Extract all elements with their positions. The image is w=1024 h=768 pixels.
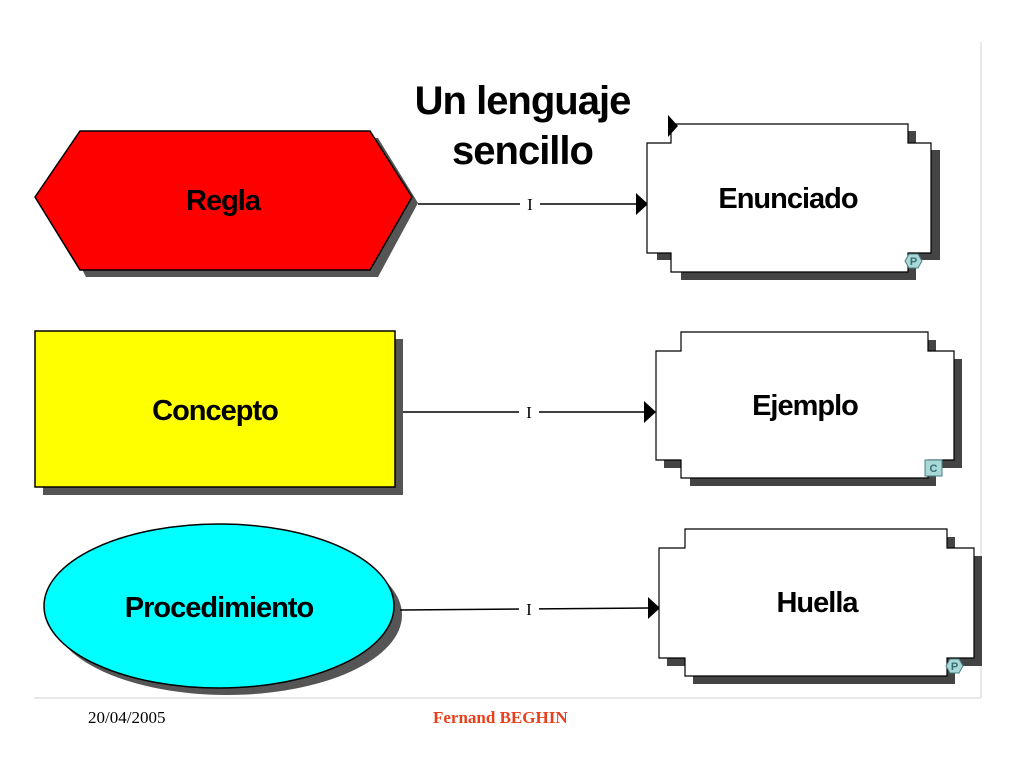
ejemplo-badge-text: C [930, 463, 938, 475]
ejemplo-label: Ejemplo [752, 390, 858, 422]
badge-p-icon [945, 658, 964, 674]
ejemplo-node[interactable] [655, 331, 955, 479]
huella-badge-text: P [951, 661, 958, 673]
regla-node[interactable] [34, 130, 413, 271]
footer-date: 20/04/2005 [88, 708, 166, 727]
badge-c-icon [924, 459, 943, 477]
enunciado-node[interactable] [646, 123, 932, 273]
huella-label: Huella [776, 587, 859, 619]
link-label-2: I [526, 403, 532, 422]
concepto-node[interactable] [34, 330, 396, 488]
title-line-1: Un lenguaje [414, 79, 632, 123]
enunciado-badge[interactable]: P [904, 253, 923, 269]
arrowhead-3[interactable] [648, 597, 660, 619]
link-label-bg-1 [520, 194, 540, 214]
arrowhead-2[interactable] [644, 401, 656, 423]
arrowhead-1[interactable] [636, 193, 648, 215]
concepto-label: Concepto [152, 395, 278, 427]
link-label-3: I [526, 600, 532, 619]
footer-author: Fernand BEGHIN [433, 708, 568, 727]
ejemplo-badge[interactable]: C [924, 459, 943, 477]
procedimiento-node[interactable] [43, 523, 395, 689]
enunciado-corner-marker [668, 115, 678, 137]
huella-badge[interactable]: P [945, 658, 964, 674]
enunciado-label: Enunciado [718, 183, 858, 215]
enunciado-badge-text: P [910, 256, 917, 268]
title-line-2: sencillo [452, 129, 594, 173]
huella-node[interactable] [658, 528, 975, 677]
slide-title: Un lenguaje sencillo [380, 76, 665, 176]
link-label-bg-2 [519, 402, 539, 422]
link-label-1: I [527, 195, 533, 214]
badge-p-icon [904, 253, 923, 269]
procedimiento-label: Procedimiento [125, 592, 314, 624]
link-label-bg-3 [519, 599, 539, 619]
regla-label: Regla [186, 185, 262, 217]
